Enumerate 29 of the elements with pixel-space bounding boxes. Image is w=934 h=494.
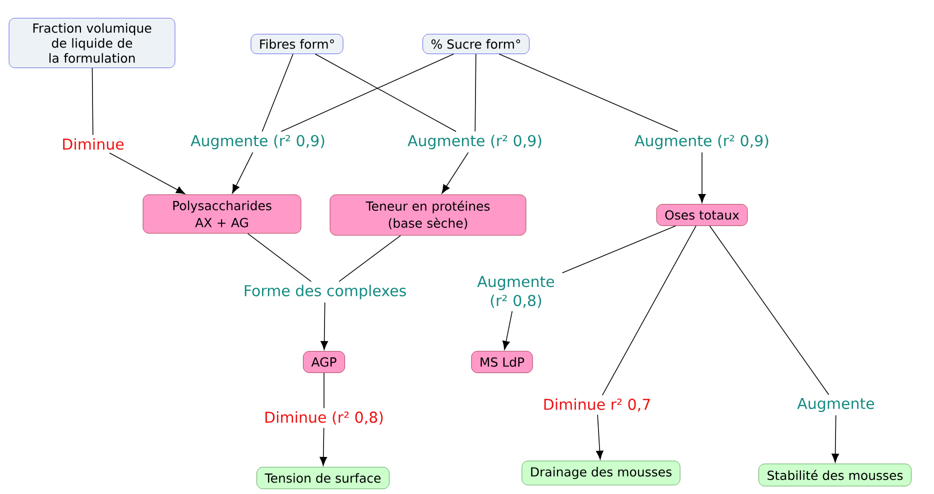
arrow — [320, 427, 328, 466]
concept-box: Tension de surface — [256, 466, 390, 490]
concept-box: % Sucre form° — [422, 34, 530, 54]
linking-phrase: Diminue (r² 0,8) — [265, 411, 383, 425]
concept-box: MS LdP — [471, 350, 533, 374]
linking-phrase: Augmente — [797, 398, 874, 412]
concept-box: Teneur en protéines (base sèche) — [330, 194, 526, 236]
linking-phrase: Augmente (r² 0,9) — [408, 134, 542, 150]
arrow — [232, 152, 254, 194]
linking-phrase: Augmente (r² 0,8) — [477, 276, 554, 308]
arrow — [109, 152, 186, 194]
arrow — [832, 414, 839, 463]
linking-phrase: Diminue r² 0,7 — [544, 398, 650, 412]
arrow — [442, 152, 469, 194]
linking-phrase: Augmente (r² 0,9) — [634, 134, 768, 150]
concept-box: Drainage des mousses — [522, 460, 680, 486]
concept-box: AGP — [303, 351, 345, 373]
concept-box: Stabilité des mousses — [758, 464, 912, 486]
arrow — [596, 414, 604, 460]
arrow — [698, 152, 706, 203]
arrow — [320, 302, 328, 350]
linking-phrase: Diminue — [63, 138, 124, 150]
concept-box: Oses totaux — [656, 204, 748, 226]
concept-box: Fraction volumique de liquide de la formulation — [8, 18, 176, 68]
concept-box: Polysaccharides AX + AG — [142, 194, 302, 234]
linking-phrase: Forme des complexes — [244, 284, 406, 300]
arrow — [502, 310, 513, 350]
concept-box: Fibres form° — [250, 34, 344, 54]
linking-phrase: Augmente (r² 0,9) — [190, 134, 324, 150]
